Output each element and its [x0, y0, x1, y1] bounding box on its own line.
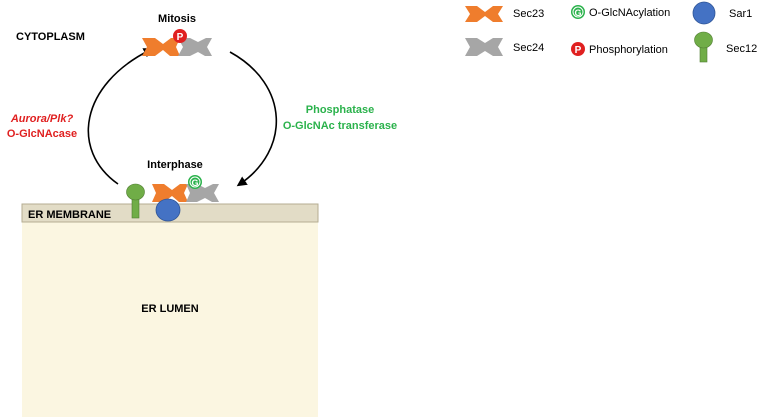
legend-sec23-icon: [465, 6, 503, 22]
oglcnac-badge-inner: [189, 176, 201, 188]
er-lumen-region: [22, 222, 318, 417]
er-lumen-label: ER LUMEN: [141, 303, 199, 315]
mitosis-label: Mitosis: [158, 13, 196, 25]
interphase-complex: G: [152, 175, 219, 222]
legend-sar1-icon: [692, 1, 716, 25]
legend-phospho-letter: P: [575, 45, 582, 56]
aurora-plk-label: Aurora/Plk?: [10, 113, 74, 125]
sec24-mitosis-shape: [178, 38, 212, 56]
legend: Sec23 Sec24 G O-GlcNAcylation P Phosphor…: [465, 1, 757, 63]
legend-sec12-head: [694, 31, 713, 49]
cytoplasm-label: CYTOPLASM: [16, 31, 85, 43]
phosphorylation-badge: [173, 29, 187, 43]
mitosis-complex: P: [142, 29, 212, 56]
right-cycle-arrow: [229, 51, 278, 187]
phosphatase-label: Phosphatase: [306, 104, 374, 116]
left-cycle-arrow: [87, 48, 154, 185]
sec23-interphase-shape: [152, 184, 188, 202]
interphase-label: Interphase: [147, 159, 203, 171]
phosphorylation-badge-letter: P: [177, 32, 184, 43]
legend-sec24-label: Sec24: [513, 42, 544, 54]
legend-phospho-icon: [571, 42, 585, 56]
oglcnac-transferase-label: O-GlcNAc transferase: [283, 120, 397, 132]
legend-oglcnac-letter: G: [574, 8, 581, 18]
legend-sar1-label: Sar1: [729, 8, 752, 20]
sar1-membrane-shape: [155, 198, 181, 222]
sec23-mitosis-shape: [142, 38, 180, 56]
oglcnacase-label: O-GlcNAcase: [7, 128, 77, 140]
er-membrane-label: ER MEMBRANE: [28, 209, 111, 221]
legend-sec23-label: Sec23: [513, 8, 544, 20]
legend-sec24-icon: [465, 38, 503, 56]
sec12-membrane: [126, 183, 145, 219]
oglcnac-badge-letter: G: [191, 178, 198, 188]
legend-oglcnac-label: O-GlcNAcylation: [589, 7, 670, 19]
legend-oglcnac-icon-inner: [572, 6, 584, 18]
legend-phospho-label: Phosphorylation: [589, 44, 668, 56]
legend-sec12-label: Sec12: [726, 43, 757, 55]
sec12-head: [126, 183, 145, 201]
